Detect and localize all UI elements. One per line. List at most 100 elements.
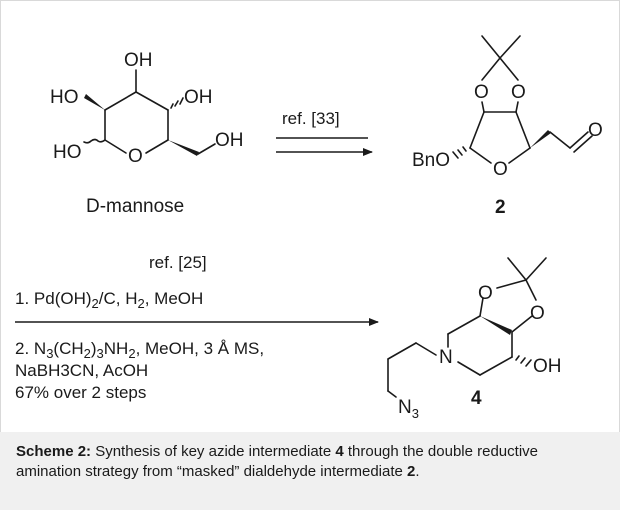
caption-text: through the double reductive amination s… xyxy=(16,443,538,480)
hash-bond xyxy=(515,355,520,361)
condition-text: Pd(OH) xyxy=(34,289,92,308)
oh-label: OH xyxy=(184,87,213,108)
bond xyxy=(481,101,485,113)
bond xyxy=(525,279,537,301)
bond xyxy=(508,147,531,164)
hash-bond xyxy=(520,357,526,364)
caption-text: Synthesis of key azide intermediate xyxy=(91,443,336,460)
bond xyxy=(479,356,513,376)
subscript: 2 xyxy=(84,346,91,361)
wavy-bond xyxy=(83,138,106,144)
dioxolane-oxygen-label: O xyxy=(478,283,493,304)
bond xyxy=(135,91,169,111)
subscript: 2 xyxy=(138,296,145,311)
condition-text: , MeOH xyxy=(145,289,204,308)
bond xyxy=(387,342,417,360)
reaction-arrow-2: ref. [25] 1. Pd(OH)2/C, H2, MeOH 2. N3(C… xyxy=(15,253,379,402)
ho-label: HO xyxy=(53,142,82,163)
dioxolane-oxygen-label: O xyxy=(530,303,545,324)
oh-label: OH xyxy=(215,130,244,151)
bond xyxy=(415,342,437,356)
condition-text: NH xyxy=(104,339,129,358)
ho-label: HO xyxy=(50,87,79,108)
bond xyxy=(469,147,492,164)
bond xyxy=(479,297,484,317)
methyl-bond xyxy=(481,35,501,59)
condition-text: ) xyxy=(91,339,97,358)
wedge-bond xyxy=(84,94,105,110)
methyl-bond xyxy=(499,35,521,59)
condition-text: /C, H xyxy=(99,289,138,308)
bond xyxy=(515,101,519,113)
ring-oxygen-label: O xyxy=(493,159,508,180)
bond xyxy=(387,390,397,398)
subscript: 2 xyxy=(128,346,135,361)
wedge-bond xyxy=(530,130,551,148)
d-mannose-structure: OH HO OH HO O OH D-mannose xyxy=(50,50,244,217)
oh-label: OH xyxy=(124,50,153,71)
compound-number: 2 xyxy=(495,197,506,218)
subscript: 3 xyxy=(97,346,104,361)
bond xyxy=(447,315,481,335)
wedge-bond xyxy=(480,316,512,335)
compound-number: 4 xyxy=(471,388,482,409)
bond xyxy=(104,139,127,154)
dioxolane-oxygen-label: O xyxy=(511,82,526,103)
bond xyxy=(549,131,571,149)
condition-yield: 67% over 2 steps xyxy=(15,383,146,402)
caption-prefix: Scheme 2: xyxy=(16,443,92,460)
caption-text: . xyxy=(415,463,420,480)
condition-text: 1. xyxy=(15,289,34,308)
methyl-bond xyxy=(507,257,527,281)
ring-oxygen-label: O xyxy=(128,146,143,167)
condition-reagents: NaBH3CN, AcOH xyxy=(15,361,148,380)
hash-bond xyxy=(452,151,459,159)
oh-label: OH xyxy=(533,356,562,377)
caption-compound-number: 4 xyxy=(335,443,344,460)
carbonyl-bond xyxy=(569,131,589,149)
hash-bond xyxy=(525,359,532,367)
bond xyxy=(457,361,481,376)
hash-bond xyxy=(179,97,184,105)
wedge-bond xyxy=(168,140,199,156)
bond xyxy=(481,57,501,81)
condition-text: 2. N xyxy=(15,339,46,358)
hash-bond xyxy=(170,103,174,109)
bond xyxy=(145,139,169,154)
caption-box: Scheme 2: Synthesis of key azide interme… xyxy=(0,432,620,510)
reaction-arrow-1: ref. [33] xyxy=(276,109,373,156)
subscript: 2 xyxy=(92,296,99,311)
caption-compound-number: 2 xyxy=(407,463,416,480)
dioxolane-oxygen-label: O xyxy=(474,82,489,103)
reaction-scheme: OH HO OH HO O OH D-mannose ref. [33] xyxy=(15,35,603,421)
hash-bond xyxy=(462,146,467,152)
bno-label: BnO xyxy=(412,150,450,171)
nitrogen-label: N xyxy=(439,347,453,368)
methyl-bond xyxy=(525,257,547,281)
bond xyxy=(469,111,485,149)
condition-text: , MeOH, 3 Å MS, xyxy=(136,339,264,358)
hash-bond xyxy=(457,149,463,156)
compound-name: D-mannose xyxy=(86,196,184,217)
subscript: 3 xyxy=(46,346,53,361)
aldehyde-oxygen-label: O xyxy=(588,120,603,141)
reference-label: ref. [33] xyxy=(282,109,340,128)
compound-4-structure: O O N OH N3 4 xyxy=(387,257,562,421)
azide-n: N xyxy=(398,397,412,418)
scheme-caption: Scheme 2: Synthesis of key azide interme… xyxy=(16,442,606,482)
bond xyxy=(499,57,519,81)
condition-step-2: 2. N3(CH2)3NH2, MeOH, 3 Å MS, xyxy=(15,339,264,361)
hash-bond xyxy=(174,100,179,107)
reference-label: ref. [25] xyxy=(149,253,207,272)
carbonyl-bond xyxy=(573,135,593,153)
bond xyxy=(511,315,533,333)
condition-step-1: 1. Pd(OH)2/C, H2, MeOH xyxy=(15,289,203,311)
bond xyxy=(197,143,216,155)
subscript: 3 xyxy=(412,406,419,421)
bond xyxy=(496,279,527,289)
compound-2-structure: O O O BnO O 2 xyxy=(412,35,603,218)
azide-label: N3 xyxy=(398,397,419,421)
condition-text: (CH xyxy=(53,339,83,358)
bond xyxy=(104,91,137,111)
bond xyxy=(515,111,531,149)
